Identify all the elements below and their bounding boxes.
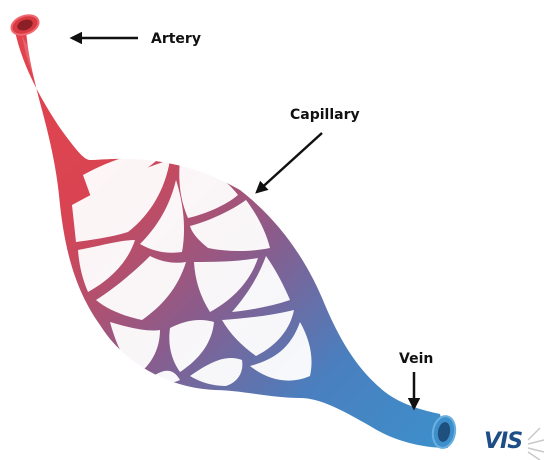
capillary-arrow (257, 133, 322, 192)
vein-label: Vein (399, 352, 433, 366)
vessel-highlight (22, 36, 62, 130)
logo-text: VIS (484, 431, 522, 453)
logo-mark-icon (528, 428, 544, 460)
capillary-label: Capillary (290, 108, 360, 122)
artery-label: Artery (151, 32, 201, 46)
